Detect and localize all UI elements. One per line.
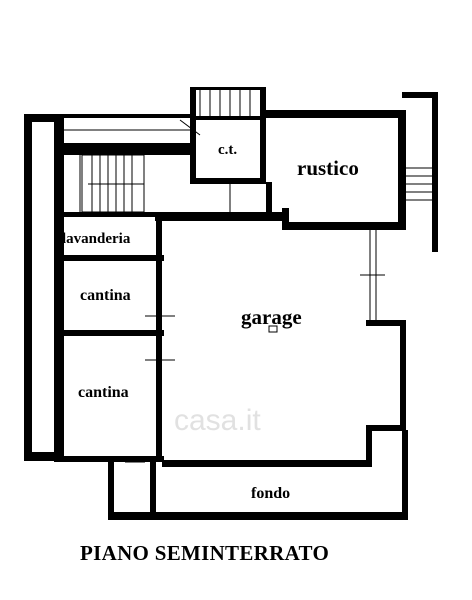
door-line xyxy=(179,119,201,136)
drain xyxy=(268,325,278,333)
wall-left xyxy=(24,114,64,122)
wall-right xyxy=(432,92,438,252)
wall-rustico xyxy=(266,110,406,118)
room-label-fondo: fondo xyxy=(251,485,291,502)
wall-center xyxy=(155,212,285,221)
wall-rustico xyxy=(398,110,406,230)
wall-left-rooms xyxy=(156,212,162,462)
wall-ct xyxy=(190,87,196,184)
wall-left-rooms xyxy=(54,255,164,261)
wall-garage xyxy=(366,425,406,431)
wall-garage xyxy=(366,320,406,326)
wall-bottom xyxy=(150,462,156,518)
room-label-rustico: rustico xyxy=(297,156,359,180)
wall-left xyxy=(24,114,32,461)
wall-rustico xyxy=(282,208,289,230)
wall-ct xyxy=(196,116,266,120)
wall-garage xyxy=(366,425,372,467)
room-label-cantina-upper: cantina xyxy=(80,287,131,304)
room-label-cantina-lower: cantina xyxy=(78,384,129,401)
wall-ct xyxy=(190,178,264,184)
room-label-lavanderia: lavanderia xyxy=(62,231,131,247)
wall-center xyxy=(64,212,164,217)
wall-top xyxy=(193,87,263,90)
wall-rustico xyxy=(266,182,272,212)
wall-garage xyxy=(162,460,372,467)
wall-rustico xyxy=(282,222,406,230)
wall-right xyxy=(402,92,438,98)
wall-bottom xyxy=(108,512,408,520)
watermark: casa.it xyxy=(174,404,261,437)
wall-corridor xyxy=(64,114,196,118)
wall-ct xyxy=(260,116,266,184)
wall-left-rooms xyxy=(54,330,164,336)
room-label-garage: garage xyxy=(241,305,302,329)
wall-corridor xyxy=(64,143,196,155)
wall-garage xyxy=(400,320,406,430)
wall-bottom xyxy=(108,456,114,518)
wall-left xyxy=(54,114,64,461)
wall-bottom xyxy=(402,430,408,520)
wall-left xyxy=(24,452,64,461)
plan-title: PIANO SEMINTERRATO xyxy=(80,541,330,565)
wall-top xyxy=(260,87,266,117)
room-label-ct: c.t. xyxy=(218,142,238,158)
